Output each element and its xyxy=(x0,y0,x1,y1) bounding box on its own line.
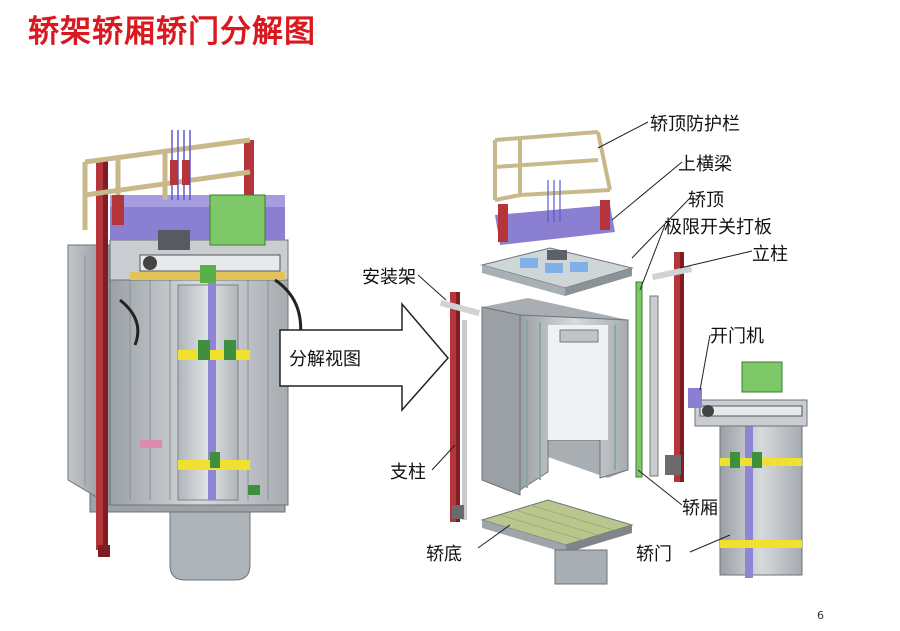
exploded-view-arrow xyxy=(279,301,449,412)
label-car-top: 轿顶 xyxy=(688,190,724,211)
part-car-door xyxy=(635,281,659,478)
leader-lines xyxy=(417,121,753,553)
part-top-guardrail xyxy=(493,130,615,245)
part-car-cabin xyxy=(481,298,629,496)
part-car-floor xyxy=(480,499,634,585)
label-limit-switch-plate: 极限开关打板 xyxy=(664,217,772,238)
label-upper-beam: 上横梁 xyxy=(678,154,732,175)
label-top-guardrail: 轿顶防护栏 xyxy=(650,114,740,135)
assembled-car xyxy=(67,130,303,581)
part-upright-column xyxy=(651,252,693,482)
part-support-column xyxy=(439,292,481,522)
slide-title: 轿架轿厢轿门分解图 xyxy=(28,14,316,50)
arrow-label: 分解视图 xyxy=(289,349,361,370)
label-door-operator: 开门机 xyxy=(710,326,764,347)
label-car-door: 轿门 xyxy=(636,544,672,565)
part-door-operator xyxy=(688,361,808,578)
label-support-column: 支柱 xyxy=(390,462,426,483)
label-upright-column: 立柱 xyxy=(752,244,788,265)
page-number: 6 xyxy=(817,609,824,622)
label-car-floor: 轿底 xyxy=(426,544,462,565)
part-car-top xyxy=(480,247,634,296)
label-mounting-frame: 安装架 xyxy=(362,267,416,288)
label-car-cabin: 轿厢 xyxy=(682,498,718,519)
